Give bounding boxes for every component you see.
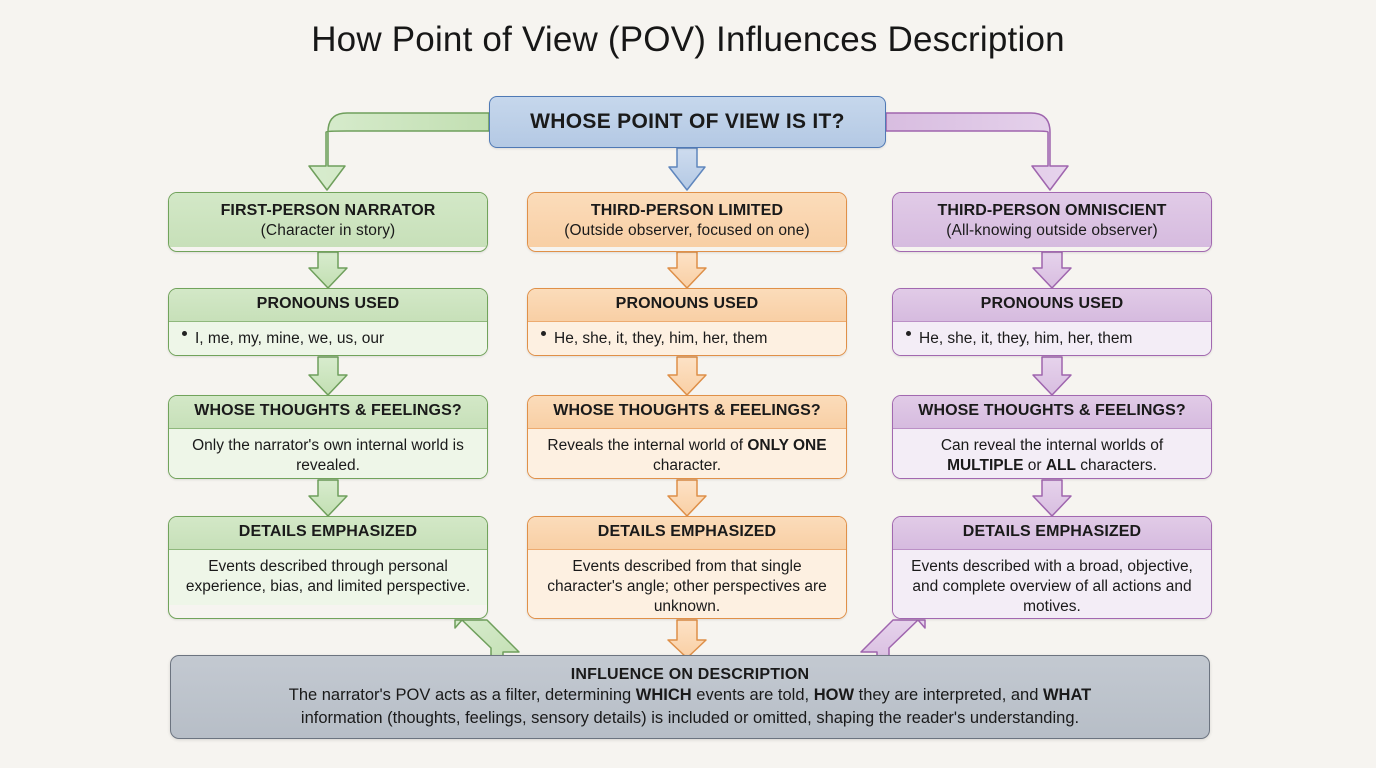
third-limited-pronouns-heading: PRONOUNS USED — [528, 289, 846, 321]
bullet-dot — [541, 331, 546, 337]
third-limited-thoughts-heading: WHOSE THOUGHTS & FEELINGS? — [528, 396, 846, 428]
third-omniscient-details-text: Events described with a broad, objective… — [893, 550, 1211, 618]
page-title: How Point of View (POV) Influences Descr… — [311, 20, 1065, 59]
node-root-question[interactable]: WHOSE POINT OF VIEW IS IT? — [489, 96, 886, 148]
first-person-pronouns-heading: PRONOUNS USED — [169, 289, 487, 321]
third-limited-subheading: (Outside observer, focused on one) — [564, 221, 810, 239]
third-limited-details-heading: DETAILS EMPHASIZED — [528, 517, 846, 549]
arrow-orange-thoughts-to-details — [667, 479, 707, 517]
arrow-purple-thoughts-to-details — [1032, 479, 1072, 517]
third-omniscient-thoughts-heading: WHOSE THOUGHTS & FEELINGS? — [893, 396, 1211, 428]
arrow-green-thoughts-to-details — [308, 479, 348, 517]
arrow-green-pronouns-to-thoughts — [308, 356, 348, 396]
connector-root-to-first-person — [308, 112, 490, 191]
node-first-person-pronouns[interactable]: PRONOUNS USED I, me, my, mine, we, us, o… — [168, 288, 488, 356]
first-person-heading: FIRST-PERSON NARRATOR — [220, 202, 436, 219]
arrow-orange-pronouns-to-thoughts — [667, 356, 707, 396]
node-third-limited-pronouns[interactable]: PRONOUNS USED He, she, it, they, him, he… — [527, 288, 847, 356]
third-omniscient-heading: THIRD-PERSON OMNISCIENT — [937, 202, 1167, 219]
connector-root-to-third-omniscient — [885, 112, 1069, 191]
node-summary[interactable]: INFLUENCE ON DESCRIPTION The narrator's … — [170, 655, 1210, 739]
node-third-omniscient-type[interactable]: THIRD-PERSON OMNISCIENT (All-knowing out… — [892, 192, 1212, 252]
summary-line-2: information (thoughts, feelings, sensory… — [300, 708, 1080, 727]
node-third-limited-details[interactable]: DETAILS EMPHASIZED Events described from… — [527, 516, 847, 619]
node-first-person-thoughts[interactable]: WHOSE THOUGHTS & FEELINGS? Only the narr… — [168, 395, 488, 479]
third-omniscient-pronouns-heading: PRONOUNS USED — [893, 289, 1211, 321]
divider — [893, 320, 1211, 323]
arrow-purple-type-to-pronouns — [1032, 251, 1072, 289]
first-person-subheading: (Character in story) — [260, 221, 396, 239]
summary-line-1: The narrator's POV acts as a filter, det… — [288, 686, 1092, 704]
divider — [169, 427, 487, 430]
divider — [169, 548, 487, 551]
third-omniscient-details-heading: DETAILS EMPHASIZED — [893, 517, 1211, 549]
first-person-pronouns-items: I, me, my, mine, we, us, our — [195, 330, 385, 348]
third-omniscient-thoughts-text: Can reveal the internal worlds of MULTIP… — [893, 429, 1211, 478]
third-limited-details-text: Events described from that single charac… — [528, 550, 846, 618]
divider — [528, 548, 846, 551]
divider — [893, 548, 1211, 551]
first-person-details-heading: DETAILS EMPHASIZED — [169, 517, 487, 549]
arrow-purple-pronouns-to-thoughts — [1032, 356, 1072, 396]
divider — [528, 320, 846, 323]
divider — [528, 427, 846, 430]
summary-heading: INFLUENCE ON DESCRIPTION — [570, 666, 810, 683]
node-third-omniscient-thoughts[interactable]: WHOSE THOUGHTS & FEELINGS? Can reveal th… — [892, 395, 1212, 479]
node-third-omniscient-pronouns[interactable]: PRONOUNS USED He, she, it, they, him, he… — [892, 288, 1212, 356]
third-omniscient-subheading: (All-knowing outside observer) — [946, 221, 1158, 239]
third-limited-thoughts-text: Reveals the internal world of ONLY ONE c… — [528, 429, 846, 478]
divider — [169, 320, 487, 323]
root-question-label: WHOSE POINT OF VIEW IS IT? — [530, 110, 845, 133]
node-third-limited-thoughts[interactable]: WHOSE THOUGHTS & FEELINGS? Reveals the i… — [527, 395, 847, 479]
divider — [893, 427, 1211, 430]
third-limited-heading: THIRD-PERSON LIMITED — [590, 202, 784, 219]
node-third-omniscient-details[interactable]: DETAILS EMPHASIZED Events described with… — [892, 516, 1212, 619]
node-third-limited-type[interactable]: THIRD-PERSON LIMITED (Outside observer, … — [527, 192, 847, 252]
third-limited-pronouns-items: He, she, it, they, him, her, them — [554, 330, 768, 348]
first-person-thoughts-heading: WHOSE THOUGHTS & FEELINGS? — [169, 396, 487, 428]
first-person-thoughts-text: Only the narrator's own internal world i… — [169, 429, 487, 478]
node-first-person-details[interactable]: DETAILS EMPHASIZED Events described thro… — [168, 516, 488, 619]
connector-root-to-third-limited — [668, 147, 706, 191]
arrow-orange-details-to-summary — [667, 619, 707, 659]
node-first-person-type[interactable]: FIRST-PERSON NARRATOR (Character in stor… — [168, 192, 488, 252]
arrow-green-type-to-pronouns — [308, 251, 348, 289]
arrow-orange-type-to-pronouns — [667, 251, 707, 289]
bullet-dot — [906, 331, 911, 337]
third-omniscient-pronouns-items: He, she, it, they, him, her, them — [919, 330, 1133, 348]
bullet-dot — [182, 331, 187, 337]
first-person-details-text: Events described through personal experi… — [169, 550, 487, 606]
